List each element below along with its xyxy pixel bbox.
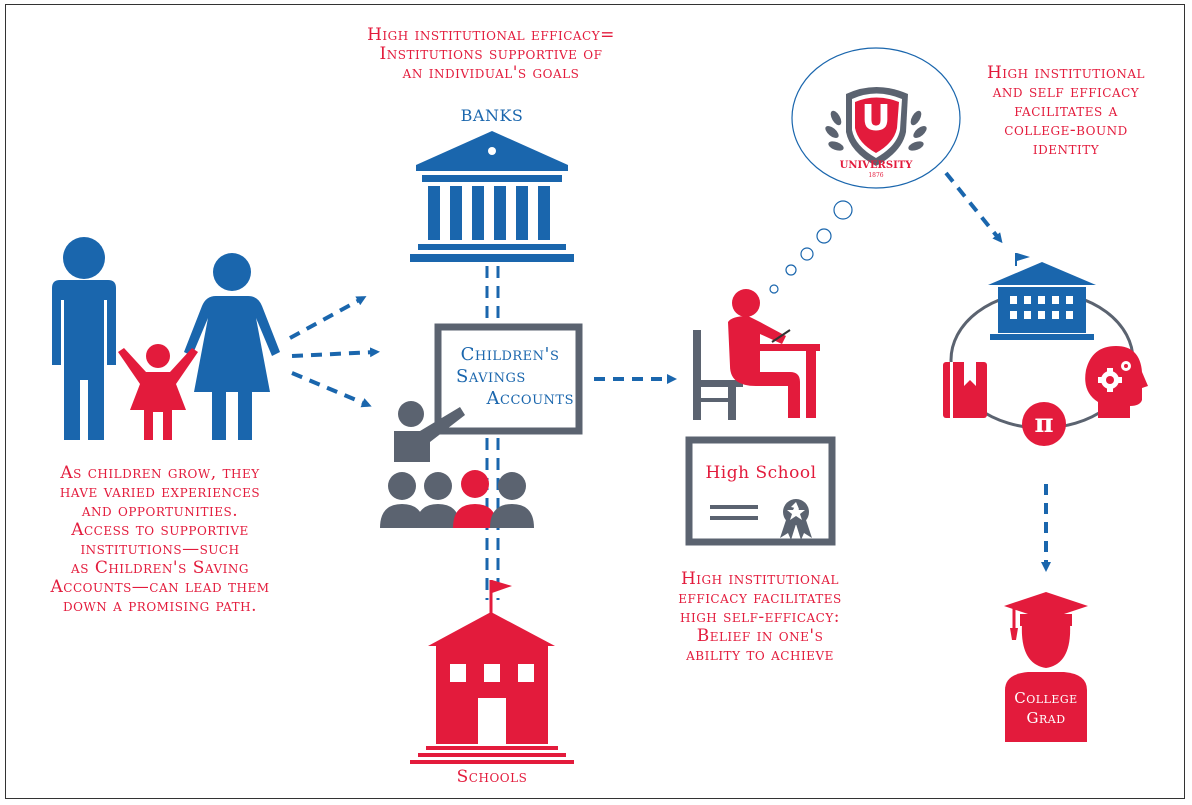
institutional-line-2: Institutions supportive of: [379, 44, 603, 64]
school-icon: [410, 580, 574, 764]
children-line-8: down a promising path.: [62, 596, 258, 616]
self-efficacy-caption: High institutional efficacy facilitates …: [650, 570, 870, 665]
grad-line-2: Grad: [1026, 709, 1066, 727]
csa-line-2: Savings: [456, 366, 526, 387]
pi-icon: [1022, 402, 1066, 446]
children-line-3: and opportunities.: [81, 501, 239, 521]
children-line-1: As children grow, they: [60, 463, 260, 483]
self-line-2: efficacy facilitates: [678, 588, 842, 608]
grad-line-1: College: [1014, 689, 1078, 707]
university-name: UNIVERSITY: [839, 160, 913, 171]
college-line-4: college-bound: [1004, 120, 1128, 140]
college-identity-caption: High institutional and self efficacy fac…: [956, 64, 1176, 159]
pi-symbol: π: [1034, 409, 1054, 439]
self-line-4: Belief in one's: [696, 626, 824, 646]
frame-border: [5, 4, 1185, 799]
csa-line-1: Children's: [460, 344, 560, 365]
institutional-line-3: an individual's goals: [402, 63, 580, 83]
banks-label: BANKS: [460, 106, 524, 125]
self-line-1: High institutional: [680, 569, 840, 589]
university-year: 1876: [868, 172, 884, 179]
children-line-5: institutions—such: [80, 539, 240, 559]
family-arrows: [289, 296, 380, 408]
children-line-2: have varied experiences: [59, 482, 261, 502]
head-gears-icon: [1085, 346, 1148, 418]
student-desk-icon: [693, 289, 820, 420]
university-crest-icon: [825, 87, 927, 166]
college-line-2: and self efficacy: [992, 82, 1140, 102]
children-line-4: Access to supportive: [71, 520, 249, 540]
college-line-5: identity: [1032, 139, 1100, 159]
bank-icon: [410, 131, 574, 262]
college-grad-label: College Grad: [1005, 688, 1087, 728]
institutional-efficacy-caption: High institutional efficacy= Institution…: [318, 26, 664, 83]
crest-arrow: [944, 171, 1003, 244]
college-line-1: High institutional: [986, 63, 1146, 83]
children-caption: As children grow, they have varied exper…: [20, 464, 300, 616]
book-icon: [943, 362, 987, 418]
college-line-3: facilitates a: [1014, 101, 1118, 121]
schools-label: Schools: [456, 767, 528, 787]
institutional-line-1: High institutional efficacy=: [367, 25, 615, 45]
self-line-3: high self-efficacy:: [679, 607, 840, 627]
high-school-label: High School: [705, 463, 817, 483]
csa-label: Children's Savings Accounts: [446, 344, 574, 410]
teacher-class-icon: [380, 323, 583, 528]
children-line-7: Accounts—can lead them: [50, 577, 270, 597]
self-line-5: ability to achieve: [686, 645, 834, 665]
children-line-6: as Children's Saving: [71, 558, 249, 578]
csa-line-3: Accounts: [486, 388, 574, 409]
family-icon: [52, 237, 280, 440]
university-letter: U: [861, 98, 891, 139]
graduate-icon: [1004, 592, 1088, 742]
diploma-icon: [685, 436, 836, 546]
